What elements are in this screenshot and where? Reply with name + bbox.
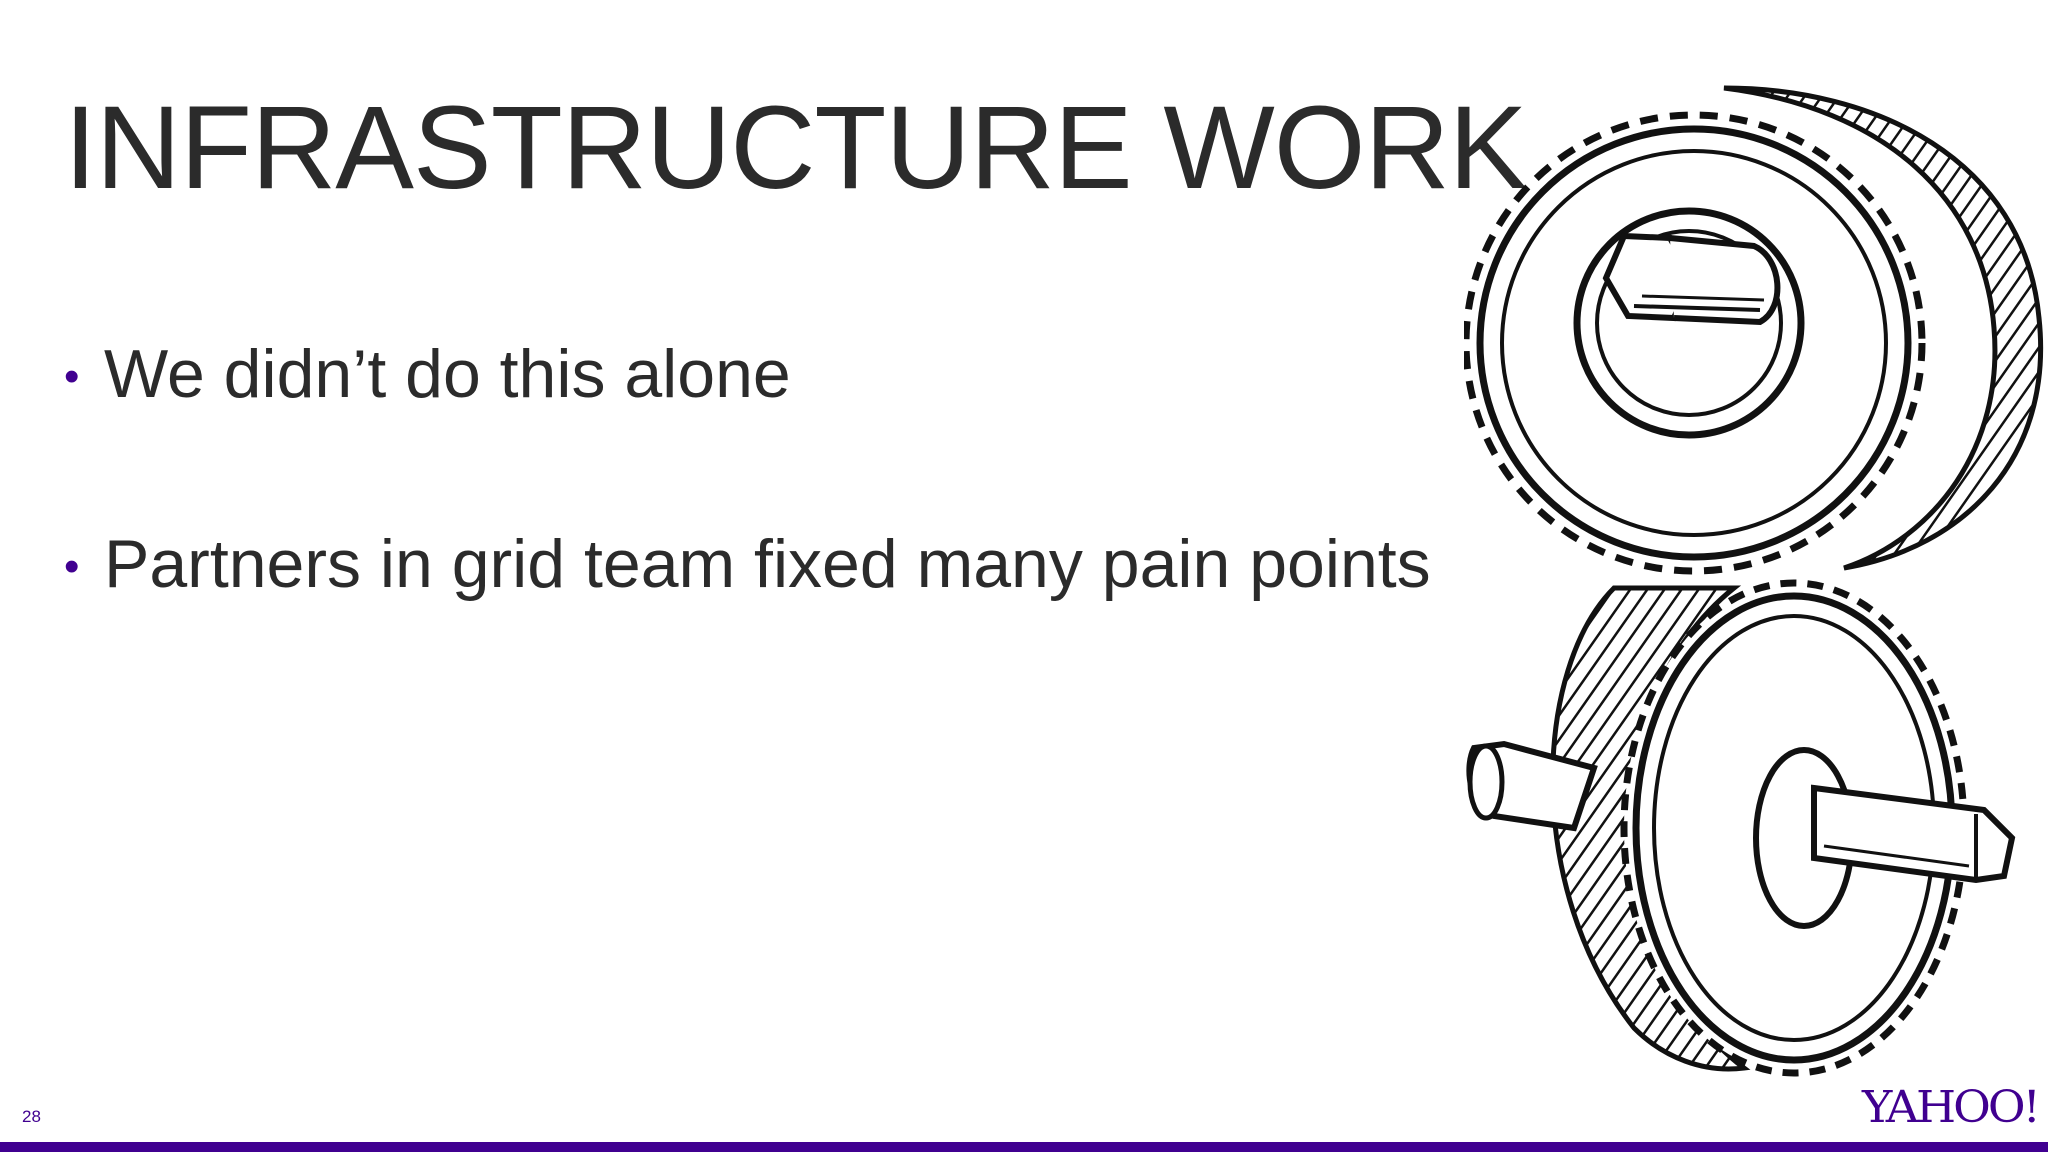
footer-accent-bar xyxy=(0,1142,2048,1152)
lower-gear xyxy=(1466,579,2016,1077)
bullet-text: Partners in grid team fixed many pain po… xyxy=(104,525,1431,602)
yahoo-logo: YAHOO! xyxy=(1862,1081,2041,1133)
bullet-text: We didn’t do this alone xyxy=(104,336,791,412)
page-number: 28 xyxy=(22,1107,41,1126)
bullet-marker: • xyxy=(64,352,80,401)
upper-gear xyxy=(1464,85,2043,575)
bullet-item: • We didn’t do this alone xyxy=(64,334,1431,416)
bullet-item: • Partners in grid team fixed many pain … xyxy=(64,524,1431,606)
bullet-list: • We didn’t do this alone • Partners in … xyxy=(64,334,1431,605)
slide-title: INFRASTRUCTURE WORK xyxy=(64,82,1528,214)
bullet-marker: • xyxy=(64,541,80,591)
gears-illustration-icon xyxy=(1464,68,2048,1084)
